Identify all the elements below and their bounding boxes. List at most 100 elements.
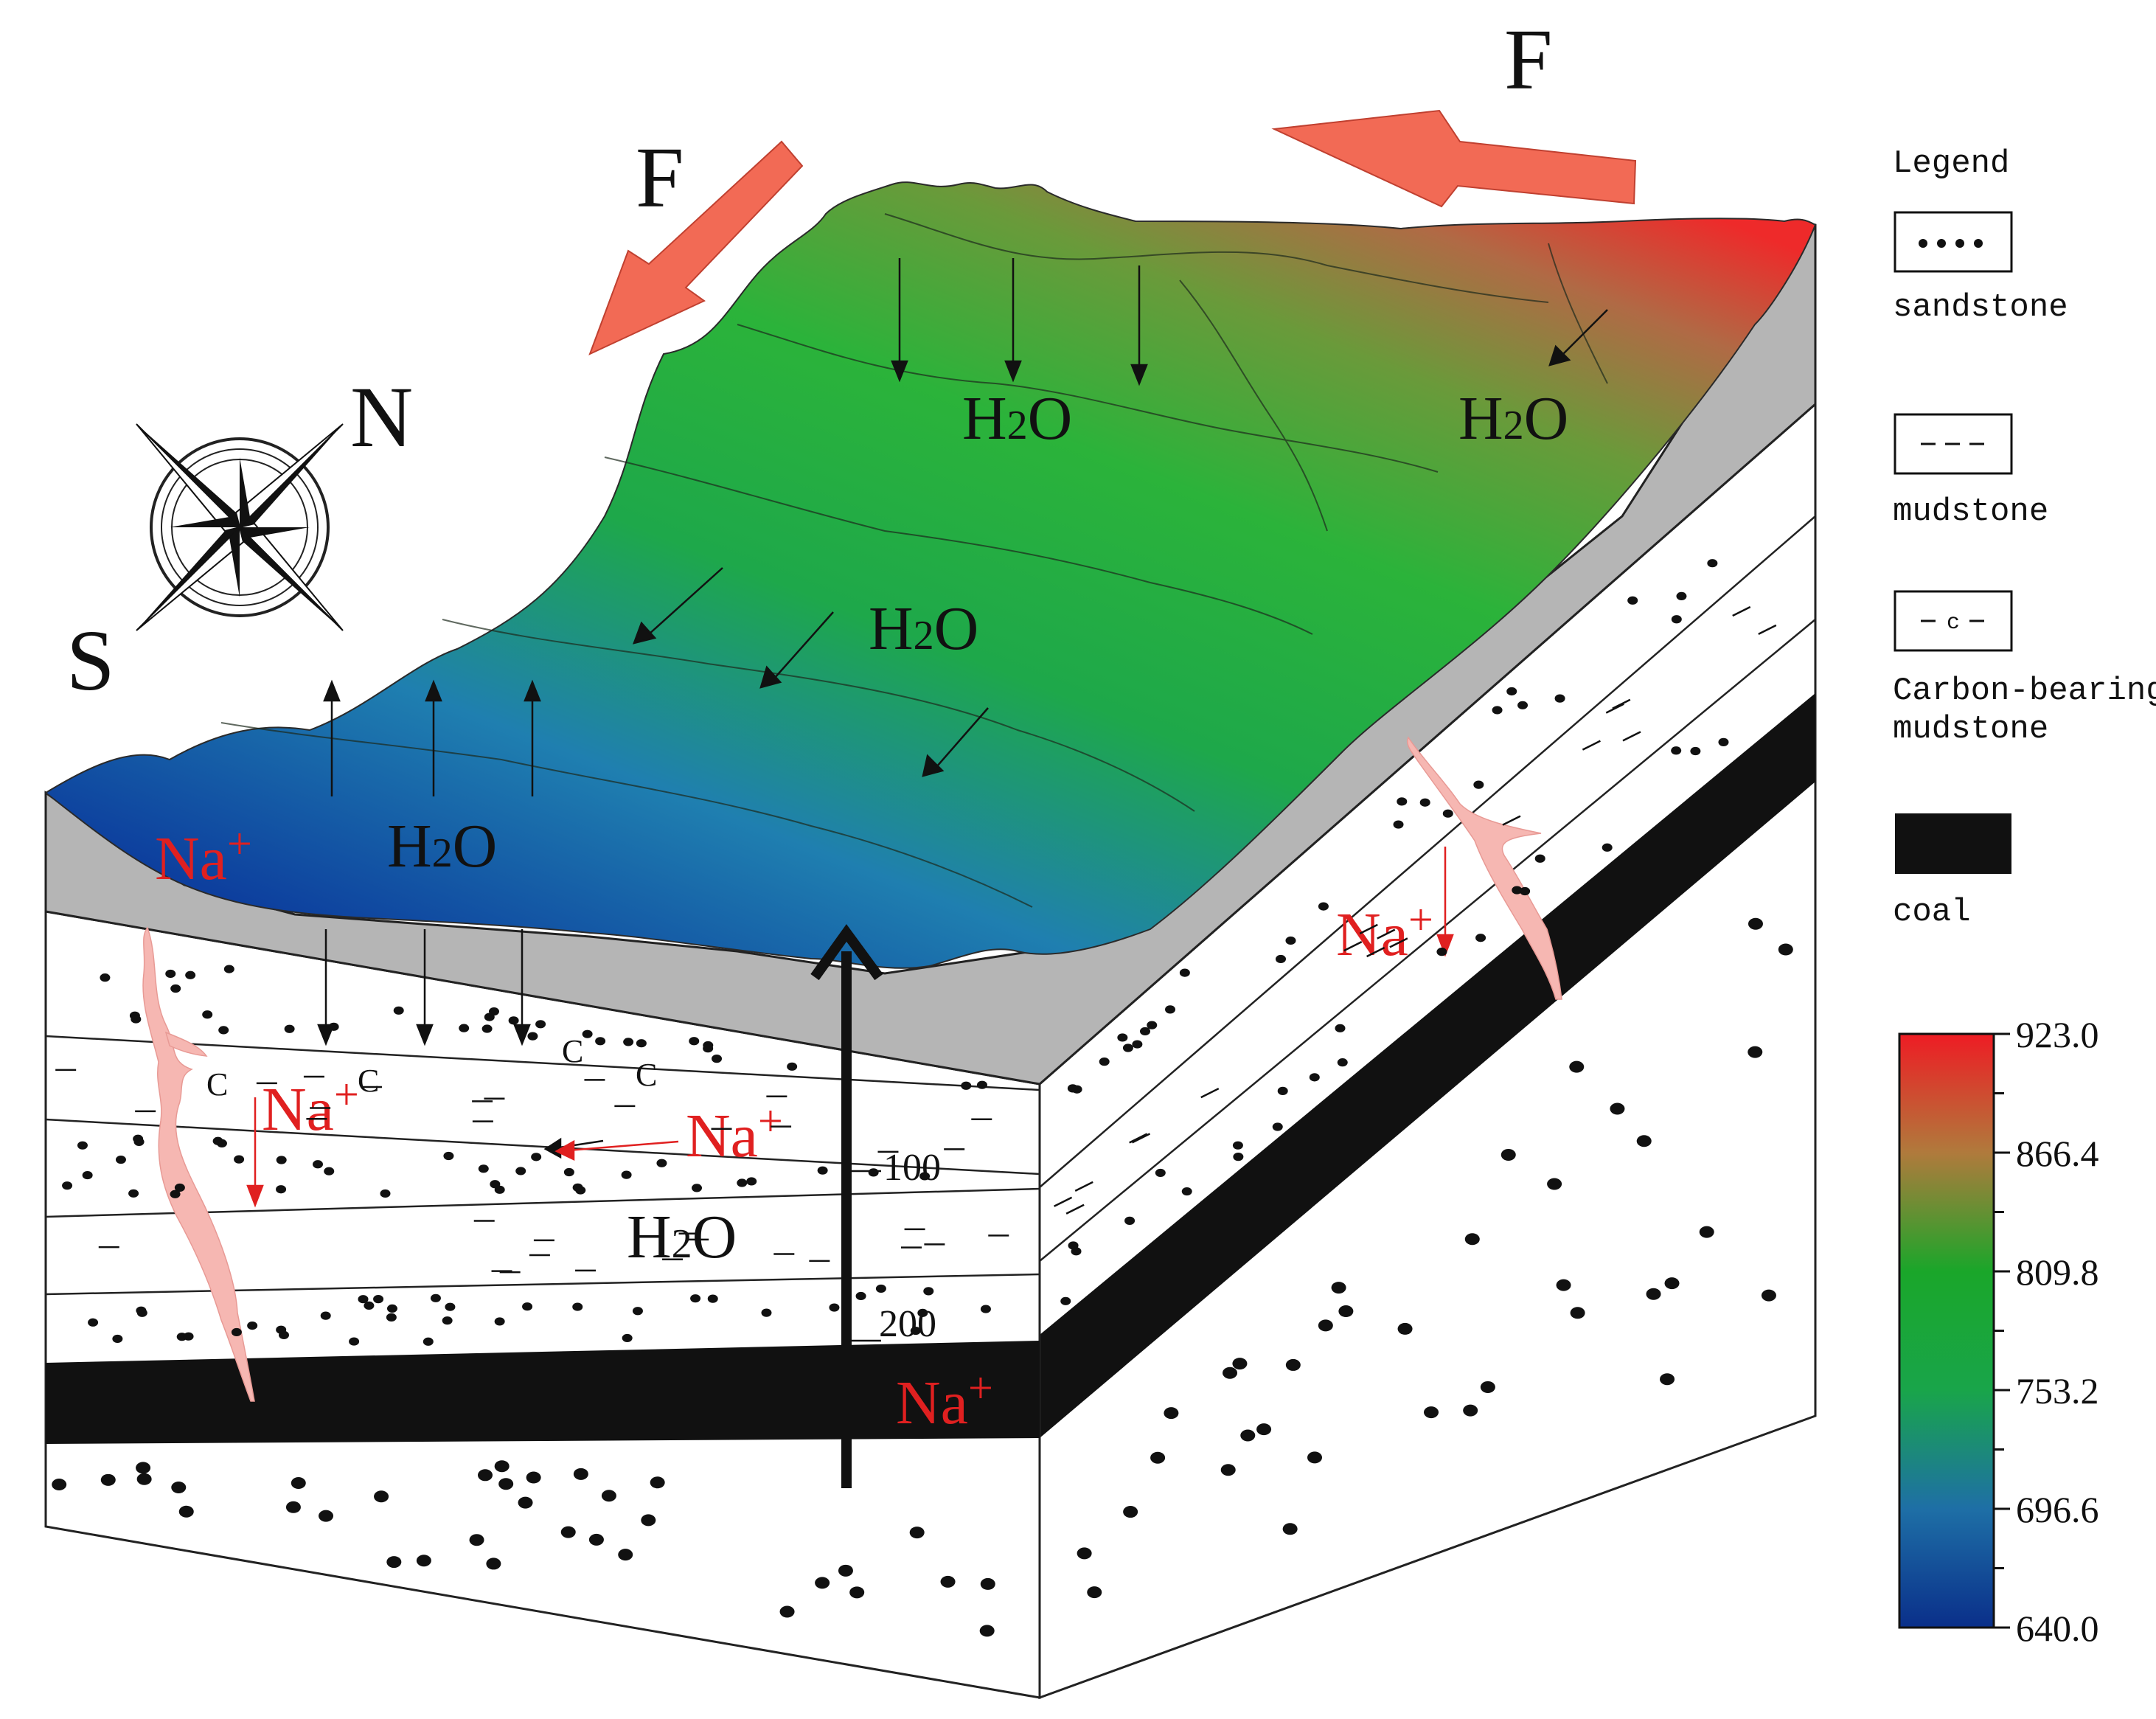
- sandstone-dot: [618, 1549, 633, 1561]
- sandstone-dot: [183, 1332, 194, 1341]
- h2o-label-4: H2O: [387, 812, 497, 881]
- sandstone-dot: [494, 1317, 505, 1326]
- sandstone-dot: [573, 1468, 588, 1480]
- sandstone-dot: [416, 1555, 431, 1567]
- sandstone-dot: [1087, 1586, 1102, 1599]
- sandstone-dot: [1397, 1322, 1413, 1335]
- sandstone-dot: [1282, 1523, 1298, 1535]
- sandstone-dot: [582, 1029, 593, 1038]
- sandstone-dot: [815, 1577, 830, 1589]
- mudstone-dash: [1612, 698, 1631, 709]
- sandstone-dot: [77, 1141, 88, 1150]
- force-arrow-left: F: [588, 129, 804, 355]
- sandstone-dot: [1124, 1216, 1136, 1225]
- sandstone-dot: [1338, 1305, 1354, 1318]
- sandstone-dot: [1761, 1289, 1776, 1302]
- sandstone-dot: [1132, 1040, 1143, 1049]
- sandstone-dot: [690, 1294, 701, 1303]
- sandstone-dot: [919, 1172, 931, 1181]
- sandstone-dot: [1150, 1451, 1166, 1464]
- sandstone-dot: [737, 1178, 748, 1187]
- sandstone-dot: [917, 1308, 928, 1317]
- force-arrow-top: F: [1271, 11, 1637, 208]
- sandstone-dot: [575, 1186, 586, 1195]
- mudstone-dash: [1129, 1133, 1148, 1144]
- sandstone-dot: [1155, 1168, 1166, 1178]
- sandstone-dot: [1778, 943, 1793, 956]
- terrain-surface: [44, 181, 1817, 969]
- mudstone-dash: [1131, 1133, 1151, 1144]
- sandstone-dot: [1164, 1407, 1179, 1420]
- sandstone-dot: [100, 1473, 116, 1486]
- sandstone-dot: [689, 1037, 700, 1046]
- sandstone-dot: [128, 1189, 139, 1198]
- sandstone-dot: [1690, 746, 1701, 756]
- sandstone-dot: [1718, 737, 1729, 746]
- sandstone-dot: [1335, 1024, 1346, 1032]
- sandstone-dot: [223, 965, 234, 973]
- sandstone-dot: [459, 1024, 470, 1032]
- sandstone-dot: [165, 969, 176, 979]
- sandstone-dot: [100, 973, 111, 982]
- h2o-label-5: H2O: [627, 1203, 737, 1271]
- sandstone-dot: [1699, 1226, 1714, 1238]
- legend: Legend sandstone mudstone c Carbon-beari…: [1893, 145, 2156, 931]
- depth-marks: 100 200: [849, 1147, 941, 1345]
- sandstone-dot: [1232, 1358, 1248, 1370]
- sandstone-dot: [1232, 1141, 1243, 1150]
- legend-label-carbon-2: mudstone: [1893, 711, 2048, 748]
- colorbar-label: 696.6: [2016, 1489, 2099, 1530]
- sandstone-dot: [442, 1316, 453, 1325]
- sandstone-dot: [324, 1167, 335, 1175]
- carbon-mark-1: C: [206, 1066, 228, 1102]
- na-labels: Na+ Na+ Na+ Na+ Na+: [155, 819, 1433, 1437]
- sandstone-dot: [284, 1024, 295, 1033]
- sandstone-dot: [1277, 1086, 1288, 1095]
- sandstone-dot: [1179, 968, 1190, 977]
- sandstone-dot: [712, 1055, 723, 1063]
- sandstone-dot: [560, 1526, 576, 1538]
- sandstone-dot: [1506, 687, 1517, 696]
- h2o-label-3: H2O: [869, 594, 978, 663]
- sandstone-dot: [1570, 1307, 1585, 1319]
- sandstone-dot: [1554, 694, 1565, 703]
- compass-label-n: N: [350, 369, 413, 465]
- legend-label-sandstone: sandstone: [1893, 289, 2068, 326]
- sandstone-dot: [481, 1024, 493, 1033]
- mudstone-dash: [1366, 946, 1385, 958]
- sandstone-dot: [1068, 1241, 1079, 1250]
- sandstone-dot: [1556, 1279, 1571, 1291]
- sandstone-dot: [1220, 1464, 1236, 1476]
- sandstone-dot: [1147, 1021, 1158, 1029]
- sandstone-dot: [910, 1326, 921, 1336]
- sandstone-dot: [443, 1151, 454, 1161]
- sandstone-dot: [1275, 954, 1286, 964]
- sandstone-dot: [1337, 1058, 1348, 1067]
- mudstone-dash: [1200, 1088, 1220, 1099]
- sandstone-dot: [527, 1032, 538, 1041]
- sandstone-dot: [393, 1006, 404, 1015]
- sandstone-dot: [961, 1081, 972, 1090]
- legend-label-carbon: Carbon-bearing: [1893, 673, 2156, 709]
- sandstone-dot: [115, 1155, 126, 1164]
- mudstone-dash: [1389, 937, 1408, 948]
- mudstone-dash: [1074, 1181, 1093, 1192]
- fracture-left: [142, 926, 255, 1402]
- sandstone-dot: [508, 1016, 519, 1025]
- sandstone-dot: [875, 1284, 886, 1293]
- sandstone-dot: [1233, 1153, 1244, 1161]
- sandstone-dot: [291, 1477, 306, 1490]
- sandstone-dot: [1419, 798, 1430, 807]
- legend-mudstone: mudstone: [1893, 413, 2048, 530]
- legend-label-mudstone: mudstone: [1893, 493, 2048, 530]
- sandstone-dot: [526, 1471, 541, 1484]
- sandstone-dot: [692, 1184, 703, 1192]
- sandstone-dot: [1475, 934, 1486, 942]
- sandstone-dot: [136, 1308, 147, 1317]
- sandstone-dot: [1671, 615, 1682, 624]
- sandstone-dot: [171, 1481, 187, 1493]
- legend-carbon: c Carbon-bearing mudstone: [1893, 590, 2156, 748]
- sandstone-dot: [386, 1304, 397, 1313]
- sandstone-dot: [62, 1181, 73, 1190]
